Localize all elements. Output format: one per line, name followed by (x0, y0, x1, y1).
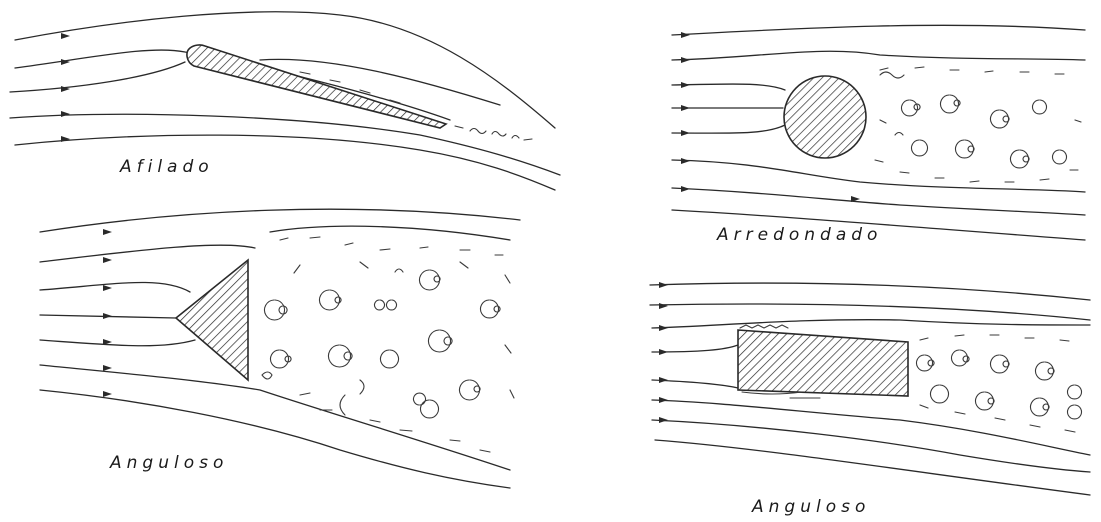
label-angular-triangle: Anguloso (109, 453, 228, 473)
panel-rounded: Arredondado (672, 25, 1085, 245)
sharp-plate-body (187, 45, 446, 128)
wake-rounded (875, 67, 1081, 182)
label-sharp: Afilado (119, 157, 214, 177)
wake-block (917, 335, 1082, 432)
triangle-body (176, 260, 248, 380)
panel-angular-block: Anguloso (650, 282, 1090, 517)
streamlines-rounded (672, 25, 1085, 240)
label-rounded: Arredondado (716, 225, 882, 245)
panel-angular-triangle: Anguloso (40, 209, 520, 488)
label-angular-block: Anguloso (751, 497, 870, 517)
block-body (738, 330, 908, 396)
cylinder-body (784, 76, 866, 158)
wake-triangle (262, 237, 514, 452)
panel-sharp: Afilado (10, 12, 560, 190)
streamlines-sharp (10, 12, 560, 190)
